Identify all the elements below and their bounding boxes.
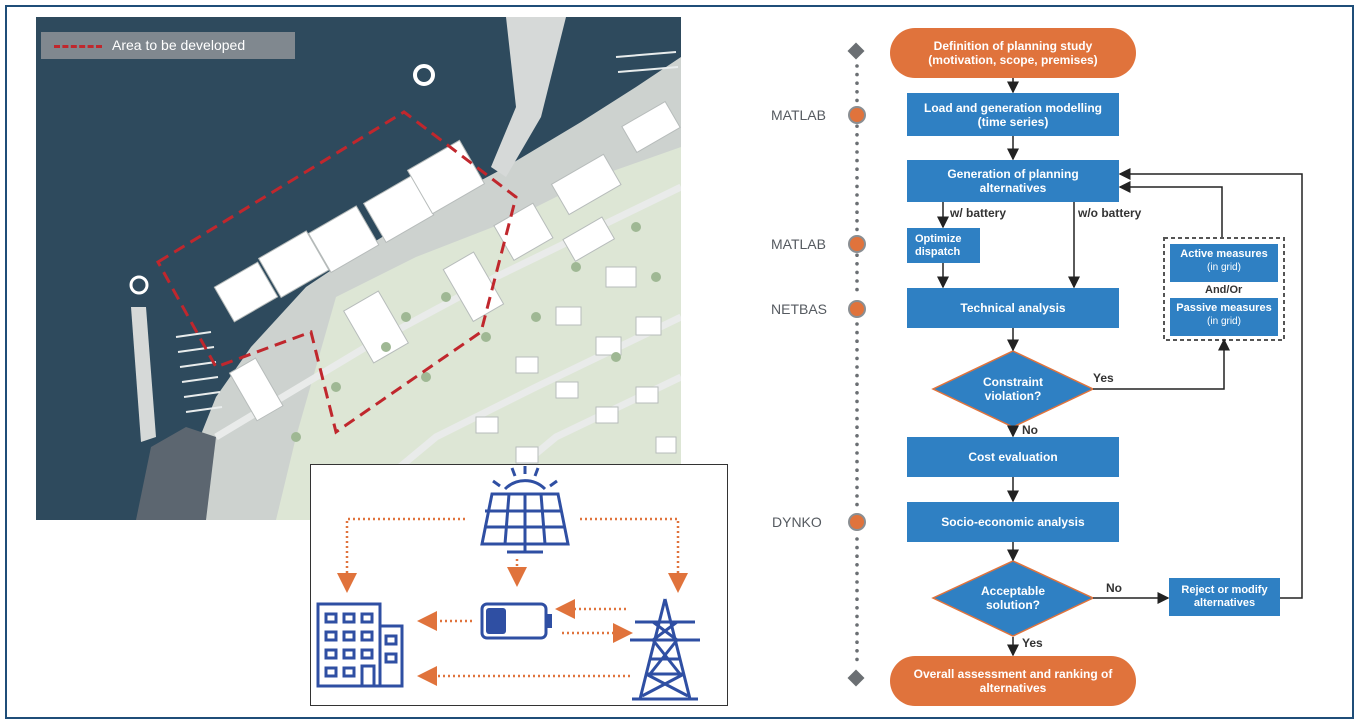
generation-alternatives-box: Generation of planning alternatives [907,160,1119,202]
buildings [213,100,681,464]
pier-right [491,17,566,177]
constraint-label: Constraint violation? [983,375,1043,403]
energy-system-inset [310,464,728,706]
label-without-battery: w/o battery [1078,206,1142,220]
building-icon [316,602,404,688]
technical-analysis-box: Technical analysis [907,288,1119,328]
load-label: Load and generation modelling (time seri… [923,100,1102,129]
optimize-dispatch-box: Optimize dispatch [907,228,980,263]
tool-label-matlab-2: MATLAB [771,236,826,252]
cost-evaluation-box: Cost evaluation [907,437,1119,477]
development-area-boundary [155,110,518,435]
solar-panel-icon [480,466,570,554]
tool-label-netbas: NETBAS [771,301,828,317]
start-label: Definition of planning study (motivation… [928,39,1098,67]
load-generation-box: Load and generation modelling (time seri… [907,93,1119,136]
legend-label: Area to be developed [112,37,246,53]
pier-ring [413,64,435,86]
reject-modify-box: Reject or modify alternatives [1169,578,1280,616]
tool-label-matlab-1: MATLAB [771,107,826,123]
active-measures-title: Active measures [1180,248,1268,260]
generation-label: Generation of planning alternatives [947,167,1079,195]
acceptable-label: Acceptable solution? [980,584,1046,612]
active-measures-box: Active measures (in grid) [1170,244,1278,282]
end-label: Overall assessment and ranking of altern… [913,667,1113,695]
passive-measures-sub: (in grid) [1207,316,1241,327]
figure-frame [5,5,1354,719]
pier-left [131,307,156,442]
site-map [36,17,681,520]
passive-measures-title: Passive measures [1176,302,1272,314]
socio-label: Socio-economic analysis [941,515,1085,529]
start-terminal: Definition of planning study (motivation… [890,28,1136,78]
socio-economic-box: Socio-economic analysis [907,502,1119,542]
passive-measures-box: Passive measures (in grid) [1170,298,1278,336]
battery-icon [480,602,552,640]
label-no-constraint: No [1022,423,1038,437]
cost-label: Cost evaluation [968,450,1058,464]
tool-label-dynko: DYNKO [772,514,822,530]
transmission-tower-icon [630,598,700,701]
label-no-acceptable: No [1106,581,1122,595]
label-yes-acceptable: Yes [1022,636,1043,650]
trees [291,222,661,442]
reject-label: Reject or modify alternatives [1181,584,1268,609]
shore-rocks [136,427,216,520]
pier-end [129,275,149,295]
and-or-label: And/Or [1205,284,1243,296]
energy-flow-arrows [337,517,688,686]
optimize-label: Optimize dispatch [915,232,962,258]
legend-dashed-line [54,45,102,48]
active-measures-sub: (in grid) [1207,262,1241,273]
marina [175,51,679,413]
end-terminal: Overall assessment and ranking of altern… [890,656,1136,706]
technical-label: Technical analysis [960,301,1066,315]
label-yes-constraint: Yes [1093,371,1114,385]
label-with-battery: w/ battery [950,206,1007,220]
